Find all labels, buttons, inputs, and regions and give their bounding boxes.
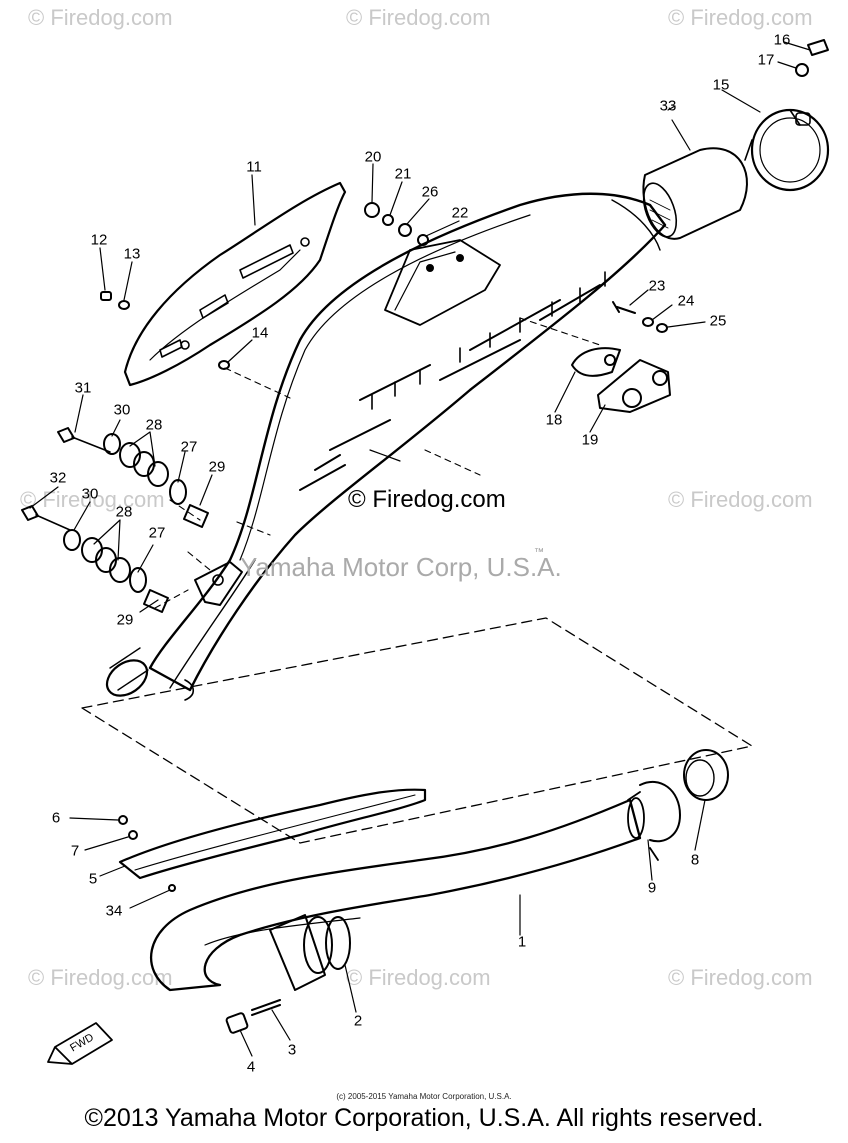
watermark-top-right: © Firedog.com [668, 5, 813, 30]
grommet-34 [168, 884, 176, 892]
end-cap-15 [744, 108, 830, 192]
mount-stack-upper [57, 427, 209, 528]
callout-19: 19 [581, 431, 599, 449]
pipe-guard-5 [118, 788, 427, 880]
callout-3: 3 [287, 1041, 297, 1059]
callout-23: 23 [648, 277, 666, 295]
callout-14: 14 [251, 324, 269, 342]
callout-11: 11 [246, 158, 262, 176]
callout-2: 2 [353, 1012, 363, 1030]
gasket-8 [683, 749, 729, 801]
center-watermark: © Firedog.com [348, 486, 506, 513]
watermark-top-center: © Firedog.com [346, 5, 491, 30]
silencer-insert-33 [642, 147, 748, 240]
callout-26: 26 [421, 183, 439, 201]
callout-27-upper: 27 [180, 438, 198, 456]
watermark-bottom-right: © Firedog.com [668, 965, 813, 990]
callout-9: 9 [647, 879, 657, 897]
copyright-main: ©2013 Yamaha Motor Corporation, U.S.A. A… [84, 1104, 764, 1132]
screw-6 [118, 815, 128, 825]
callout-5: 5 [88, 870, 98, 888]
assembly-dashed-box [81, 617, 753, 844]
callout-8: 8 [690, 851, 700, 869]
stud-3 [251, 999, 281, 1016]
washer-24 [642, 317, 654, 327]
damper-19 [597, 359, 671, 413]
callout-15: 15 [712, 76, 730, 94]
clamp-9 [627, 780, 681, 861]
watermark-top-left: © Firedog.com [28, 5, 173, 30]
yamaha-watermark: Yamaha Motor Corp, U.S.A. [240, 552, 562, 582]
callout-7: 7 [70, 842, 80, 860]
copyright-small: (c) 2005-2015 Yamaha Motor Corporation, … [336, 1092, 512, 1101]
bolt-23 [612, 301, 636, 314]
callout-18: 18 [545, 411, 563, 429]
heat-shield [123, 181, 347, 387]
callout-12: 12 [90, 231, 108, 249]
callout-22: 22 [451, 204, 469, 222]
callout-4: 4 [246, 1058, 256, 1076]
callout-33: 33 [659, 97, 677, 115]
callout-20: 20 [364, 148, 382, 166]
bolt-16 [807, 39, 829, 56]
nut-4 [225, 1012, 249, 1034]
nuts-20-21-26-22 [364, 202, 429, 246]
callout-16: 16 [773, 31, 791, 49]
grommet-14 [218, 360, 230, 370]
bolt-12-washer-13 [100, 291, 130, 310]
callout-30-upper: 30 [113, 401, 131, 419]
watermark-bottom-center: © Firedog.com [346, 965, 491, 990]
callout-13: 13 [123, 245, 141, 263]
callout-29-lower: 29 [116, 611, 134, 629]
watermark-mid-left: © Firedog.com [20, 487, 165, 512]
callout-24: 24 [677, 292, 695, 310]
callout-25: 25 [709, 312, 727, 330]
muffler-body [105, 192, 667, 701]
callout-28-upper: 28 [145, 416, 163, 434]
callout-6: 6 [51, 809, 61, 827]
callout-30-lower: 30 [81, 485, 99, 503]
bracket-18 [571, 347, 621, 377]
watermark-bottom-left: © Firedog.com [28, 965, 173, 990]
callout-31: 31 [74, 379, 92, 397]
flange-2 [269, 914, 351, 991]
watermark-mid-right: © Firedog.com [668, 487, 813, 512]
callout-28-lower: 28 [115, 503, 133, 521]
callout-32: 32 [49, 469, 67, 487]
washer-7 [128, 830, 138, 840]
nut-17 [795, 63, 809, 77]
trademark-symbol: ™ [534, 547, 544, 558]
callout-34: 34 [105, 902, 123, 920]
nut-25 [656, 323, 668, 333]
callout-17: 17 [757, 51, 775, 69]
callout-27-lower: 27 [148, 524, 166, 542]
callout-1: 1 [517, 933, 527, 951]
mount-stack-lower [21, 505, 169, 613]
fwd-arrow-icon [47, 1022, 113, 1065]
callout-21: 21 [394, 165, 412, 183]
callout-29-upper: 29 [208, 458, 226, 476]
